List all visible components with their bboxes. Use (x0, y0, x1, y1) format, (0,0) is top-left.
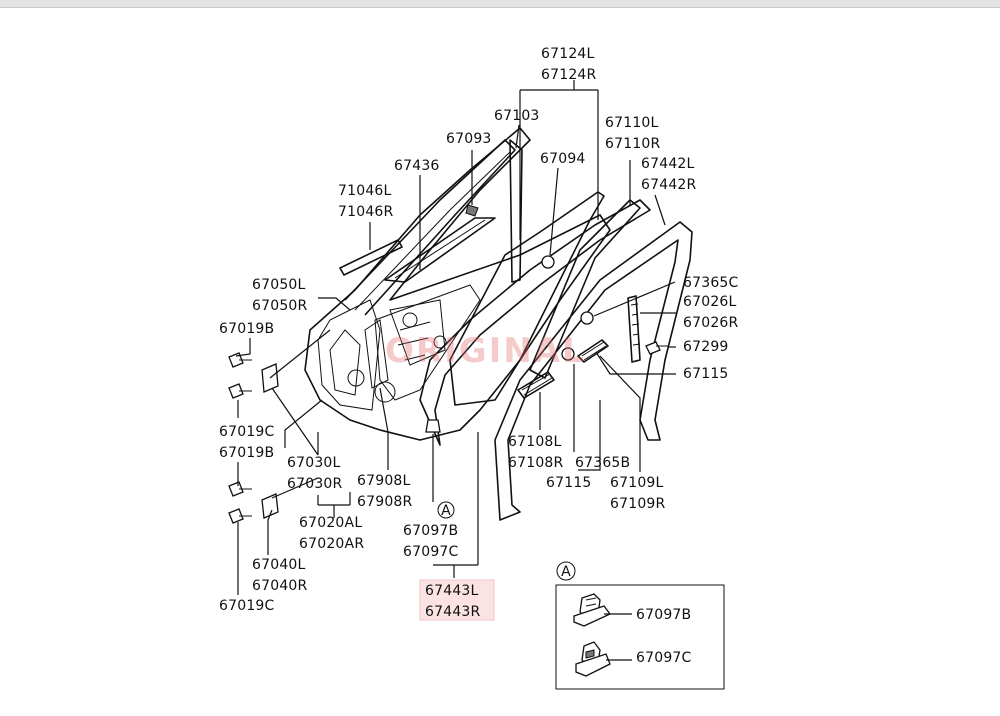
label-67108r: 67108R (508, 455, 564, 471)
bolt-67019b-upper (228, 352, 252, 368)
label-67442r: 67442R (641, 177, 697, 193)
belt-67108 (517, 371, 555, 399)
bolt-67019b-lower (228, 481, 252, 497)
bolt-67019c-upper (228, 383, 252, 399)
label-67124r: 67124R (541, 67, 597, 83)
detail-box-a: A 67097B 67097C (555, 561, 725, 690)
label-67019c-bottom: 67019C (219, 598, 275, 614)
watermark: ORIGINAL (385, 331, 586, 371)
grommet-67365b (561, 347, 575, 361)
moulding-71046 (339, 239, 403, 276)
door-glass (449, 191, 605, 406)
label-67365b: 67365B (575, 455, 630, 471)
label-67040l: 67040L (252, 557, 306, 573)
door-assembly-illustration (228, 127, 693, 524)
window-top-bar (0, 0, 1000, 8)
channel-67103 (509, 139, 523, 283)
door-shell (304, 127, 611, 441)
label-67019c-top: 67019C (219, 424, 275, 440)
detail-marker-circle (437, 501, 455, 519)
label-67097c: 67097C (403, 544, 459, 560)
label-67094: 67094 (540, 151, 586, 167)
label-67443r: 67443R (425, 604, 481, 620)
label-67026l: 67026L (683, 294, 737, 310)
label-67908r: 67908R (357, 494, 413, 510)
grommet-67094 (541, 255, 555, 269)
label-67050l: 67050L (252, 277, 306, 293)
label-67040r: 67040R (252, 578, 308, 594)
run-channel-67110 (529, 199, 641, 379)
label-67108l: 67108L (508, 434, 562, 450)
clip-67097c-illustration (575, 641, 611, 677)
label-67124l: 67124L (541, 46, 595, 62)
label-67110l: 67110L (605, 115, 659, 131)
bolt-67299 (645, 341, 661, 355)
label-67115-right: 67115 (683, 366, 729, 382)
leader-lines (235, 80, 676, 595)
weatherstrip-67442 (494, 221, 693, 521)
hinge-lower (261, 493, 279, 519)
label-67115-bottom: 67115 (546, 475, 592, 491)
label-67103: 67103 (494, 108, 540, 124)
label-67019b-mid: 67019B (219, 445, 274, 461)
trim-67026 (627, 295, 641, 363)
label-67365c: 67365C (683, 275, 739, 291)
label-71046l: 71046L (338, 183, 392, 199)
label-67020al: 67020AL (299, 515, 362, 531)
label-67908l: 67908L (357, 473, 411, 489)
weatherstrip-67443 (419, 199, 651, 446)
label-67109l: 67109L (610, 475, 664, 491)
clip-67097b-illustration (573, 593, 612, 627)
clip-67097 (425, 419, 441, 433)
label-67443l: 67443L (425, 583, 479, 599)
label-67097b: 67097B (403, 523, 458, 539)
label-67109r: 67109R (610, 496, 666, 512)
label-67019b-top: 67019B (219, 321, 274, 337)
label-67030r: 67030R (287, 476, 343, 492)
detail-label-67097c: 67097C (636, 650, 692, 666)
grommet-67365c (580, 311, 594, 325)
belt-67109 (577, 339, 609, 363)
label-67299: 67299 (683, 339, 729, 355)
detail-marker-letter: A (441, 503, 451, 519)
part-labels: 67124L 67124R 67103 67110L 67110R 67093 … (219, 46, 739, 620)
clip-67093 (465, 204, 479, 217)
highlight-67443 (419, 579, 495, 621)
label-67436: 67436 (394, 158, 440, 174)
detail-label-67097b: 67097B (636, 607, 691, 623)
bolt-67019c-lower (228, 508, 252, 524)
label-67026r: 67026R (683, 315, 739, 331)
label-67030l: 67030L (287, 455, 341, 471)
label-67093: 67093 (446, 131, 492, 147)
label-67050r: 67050R (252, 298, 308, 314)
detail-box-marker: A (561, 564, 571, 580)
label-71046r: 71046R (338, 204, 394, 220)
label-67442l: 67442L (641, 156, 695, 172)
label-67110r: 67110R (605, 136, 661, 152)
label-67020ar: 67020AR (299, 536, 364, 552)
